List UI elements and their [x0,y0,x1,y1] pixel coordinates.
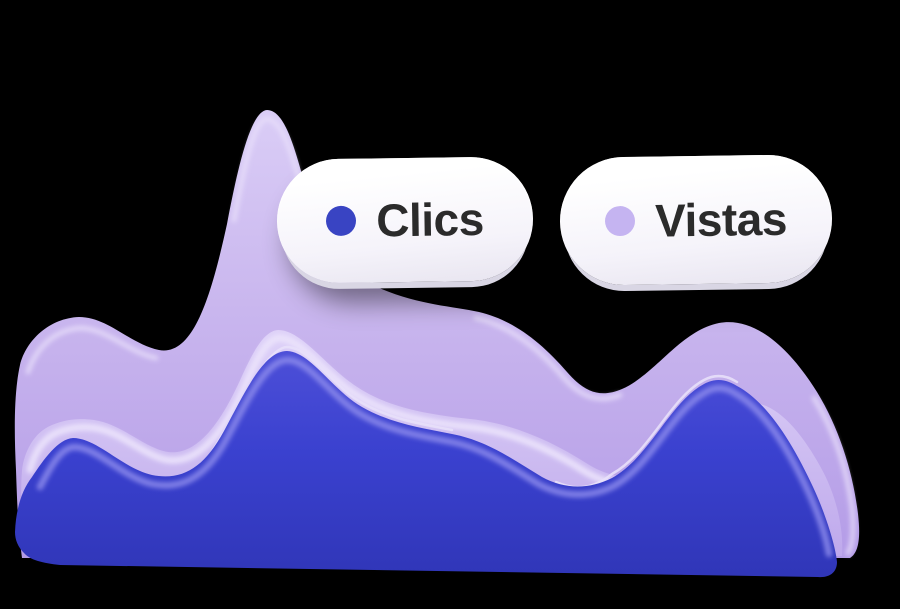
vistas-gloss-spike [231,116,309,223]
clics-legend-label: Clics [375,192,485,247]
vistas-gloss-left [25,325,159,375]
vistas-right-rim [811,395,856,556]
legend-pill-vistas[interactable]: Vistas [559,154,833,286]
vistas-gloss-descent [473,315,623,402]
clics-wave [15,351,837,578]
vistas-legend-label: Vistas [654,192,788,247]
clics-gloss-band [36,356,833,558]
clics-series-dot-icon [326,205,357,237]
vistas-series-dot-icon [604,205,636,237]
legend-pill-clics[interactable]: Clics [276,156,534,284]
